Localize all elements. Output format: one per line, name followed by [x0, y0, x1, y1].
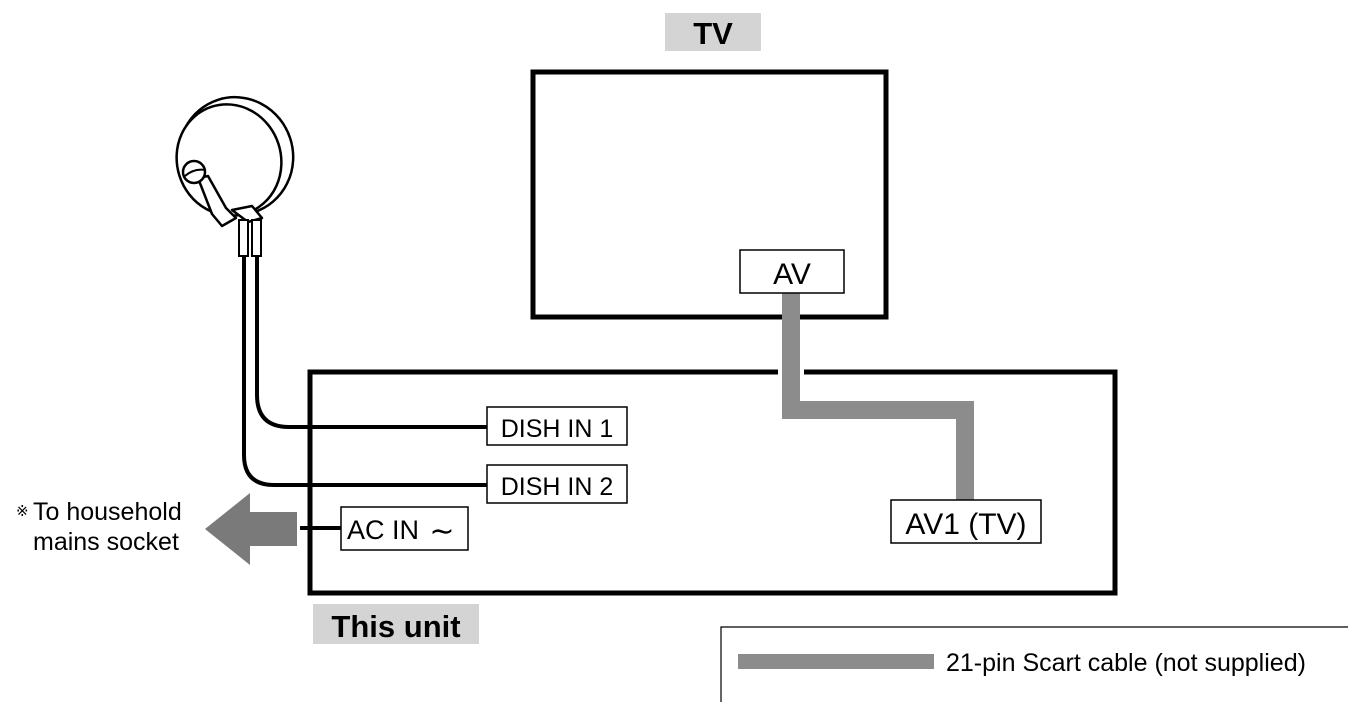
unit-title-bg [313, 604, 479, 644]
ac-symbol: ∼ [429, 515, 454, 548]
scart-cable [782, 293, 974, 500]
tv-title: TV [693, 16, 733, 51]
ac-in-label: AC IN [347, 515, 419, 545]
dish-cable-1 [255, 255, 487, 429]
dish-in-2-port [486, 464, 628, 504]
legend: 21-pin Scart cable (not supplied) [720, 626, 1348, 702]
av1-port-label: AV1 (TV) [905, 508, 1026, 541]
tv-box [530, 69, 889, 320]
tv-title-bg [665, 13, 761, 51]
mains-arrow-icon [205, 493, 297, 565]
legend-label: 21-pin Scart cable (not supplied) [946, 649, 1306, 677]
unit-group: AV1 (TV) DISH IN 1 DISH IN 2 AC IN ∼ Thi… [300, 369, 1118, 644]
legend-swatch [738, 654, 934, 669]
tv-group: TV [530, 13, 889, 320]
unit-box [307, 369, 1118, 596]
tv-av-port-label: AV [773, 258, 811, 291]
dish-in-1-port [486, 406, 628, 446]
satellite-dish-icon [175, 95, 295, 257]
legend-frame [720, 626, 1348, 702]
mains-line1: To household [33, 498, 182, 526]
dish-in-2-label: DISH IN 2 [501, 473, 614, 501]
mains-line2: mains socket [33, 528, 179, 556]
ac-in-port [340, 506, 469, 551]
unit-title: This unit [331, 609, 460, 644]
av1-port [890, 499, 1042, 544]
dish-cable-2 [242, 255, 487, 487]
mains-asterisk: ※ [16, 503, 29, 520]
tv-av-port [739, 249, 845, 294]
dish-in-1-label: DISH IN 1 [501, 415, 614, 443]
